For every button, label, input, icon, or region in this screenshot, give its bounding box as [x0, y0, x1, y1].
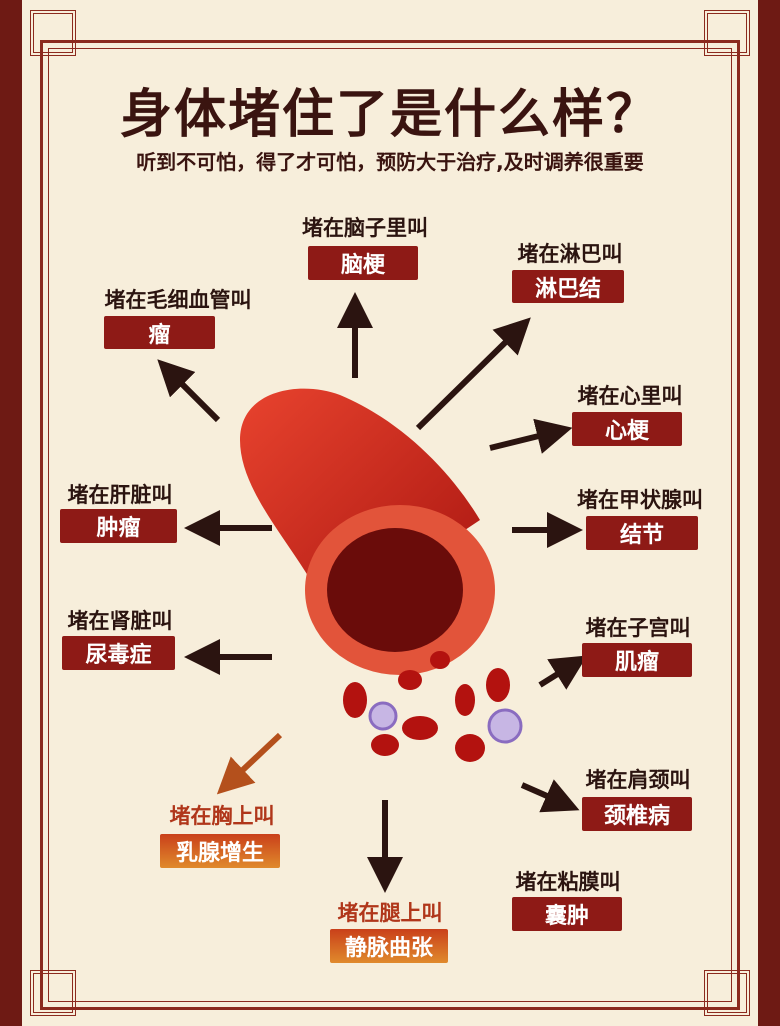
label-heart: 堵在心里叫	[577, 384, 683, 408]
label-neck: 堵在肩颈叫	[585, 768, 691, 792]
disease-mucosa: 囊肿	[512, 897, 622, 931]
arrow-neck	[520, 779, 580, 813]
label-capillary: 堵在毛细血管叫	[104, 288, 252, 312]
disease-kidney: 尿毒症	[62, 636, 175, 670]
disease-leg: 静脉曲张	[330, 929, 448, 963]
label-kidney: 堵在肾脏叫	[67, 609, 173, 633]
poster-subtitle: 听到不可怕，得了才可怕，预防大于治疗,及时调养很重要	[136, 150, 644, 174]
label-lymph: 堵在淋巴叫	[517, 242, 623, 266]
arrow-heart	[489, 418, 573, 454]
blood-vessel	[240, 388, 480, 620]
label-leg: 堵在腿上叫	[337, 901, 443, 925]
disease-heart: 心梗	[572, 412, 682, 446]
corner-ornament	[704, 10, 750, 56]
disease-thyroid: 结节	[586, 516, 698, 550]
poster-title: 身体堵住了是什么样？	[119, 85, 660, 145]
arrow-lymph	[415, 317, 531, 431]
label-chest: 堵在胸上叫	[169, 804, 275, 828]
corner-ornament	[704, 970, 750, 1016]
label-uterus: 堵在子宫叫	[585, 616, 691, 640]
disease-capillary: 瘤	[104, 316, 215, 349]
label-thyroid: 堵在甲状腺叫	[577, 488, 703, 512]
disease-liver: 肿瘤	[60, 509, 177, 543]
disease-neck: 颈椎病	[582, 797, 692, 831]
label-liver: 堵在肝脏叫	[67, 483, 173, 507]
arrow-uterus	[538, 655, 588, 690]
label-mucosa: 堵在粘膜叫	[515, 870, 621, 894]
outer-frame	[40, 40, 740, 1010]
disease-brain: 脑梗	[308, 246, 418, 280]
inner-frame	[48, 48, 732, 1002]
disease-lymph: 淋巴结	[512, 270, 624, 303]
arrow-capillary	[157, 359, 221, 423]
label-brain: 堵在脑子里叫	[302, 216, 428, 240]
disease-uterus: 肌瘤	[582, 643, 692, 677]
blood-cells	[343, 651, 510, 762]
disease-chest: 乳腺增生	[160, 834, 280, 868]
corner-ornament	[30, 970, 76, 1016]
arrow-chest	[216, 732, 283, 795]
corner-ornament	[30, 10, 76, 56]
